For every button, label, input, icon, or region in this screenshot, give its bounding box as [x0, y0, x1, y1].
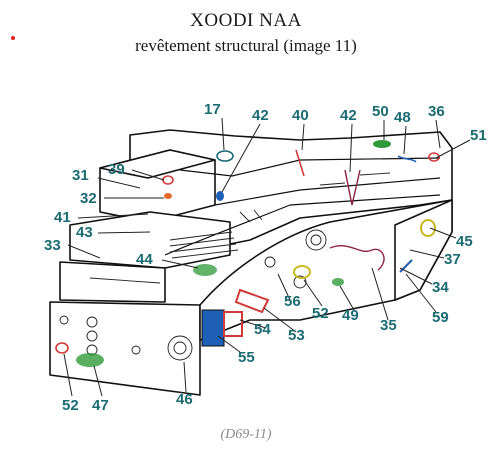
callout-52-right: 52 — [312, 305, 329, 322]
green-part-47 — [76, 353, 104, 367]
callout-36: 36 — [428, 103, 445, 120]
callout-59: 59 — [432, 309, 449, 326]
callout-42-left: 42 — [252, 107, 269, 124]
callout-53: 53 — [288, 327, 305, 344]
callout-51: 51 — [470, 127, 487, 144]
callout-35: 35 — [380, 317, 397, 334]
callout-52-left: 52 — [62, 397, 79, 414]
front-lower-panel — [50, 302, 200, 395]
callout-37: 37 — [444, 251, 461, 268]
callout-42-right: 42 — [340, 107, 357, 124]
callout-17: 17 — [204, 101, 221, 118]
callout-33: 33 — [44, 237, 61, 254]
callout-32: 32 — [80, 190, 97, 207]
callout-44: 44 — [136, 251, 153, 268]
callout-49: 49 — [342, 307, 359, 324]
figure-caption: (D69-11) — [0, 427, 492, 443]
callout-50: 50 — [372, 103, 389, 120]
callout-56: 56 — [284, 293, 301, 310]
callout-41: 41 — [54, 209, 71, 226]
callout-43: 43 — [76, 224, 93, 241]
callout-46: 46 — [176, 391, 193, 408]
orange-part-32 — [164, 193, 172, 199]
callout-40: 40 — [292, 107, 309, 124]
callout-48: 48 — [394, 109, 411, 126]
callout-47: 47 — [92, 397, 109, 414]
green-part-50 — [373, 140, 391, 148]
callout-34: 34 — [432, 279, 449, 296]
green-part-44 — [193, 264, 217, 276]
callout-31: 31 — [72, 167, 89, 184]
callout-45: 45 — [456, 233, 473, 250]
callout-54: 54 — [254, 321, 271, 338]
callout-55: 55 — [238, 349, 255, 366]
green-part-49 — [332, 278, 344, 286]
blue-block-55 — [202, 310, 224, 346]
blue-part-42 — [216, 191, 224, 201]
callout-39: 39 — [108, 161, 125, 178]
